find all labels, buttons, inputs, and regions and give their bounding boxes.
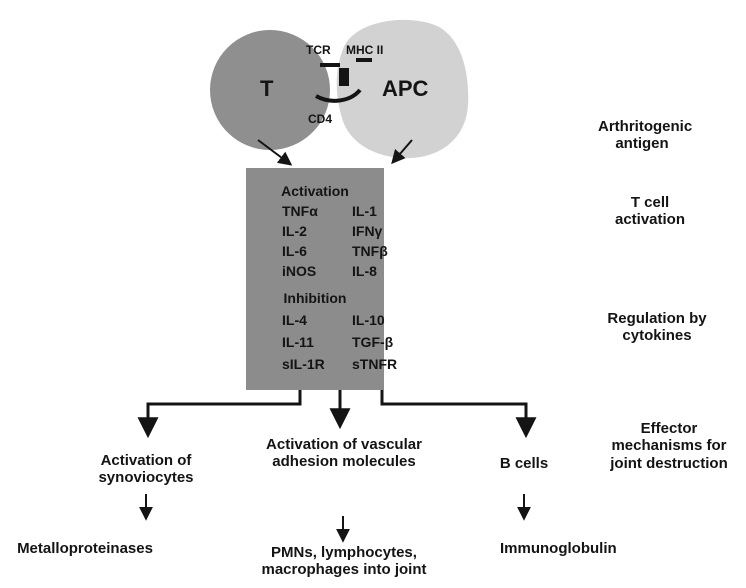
apc-label: APC <box>382 76 429 101</box>
cytokine-activation-right-1: IL-1 <box>352 203 377 219</box>
branch-adhesion-label: Activation of vascular adhesion molecule… <box>266 436 422 471</box>
branch-left-line <box>137 390 302 439</box>
branch-synoviocytes-label: Activation of synoviocytes <box>98 452 194 487</box>
cytokine-inhibition-left-3: sIL-1R <box>282 356 325 372</box>
apc-shape <box>336 19 469 159</box>
activation-header: Activation <box>281 183 349 199</box>
side-label-effector: Effector mechanisms for joint destructio… <box>610 420 728 472</box>
cytokine-activation-left-1: TNFα <box>282 203 318 219</box>
side-label-activation: T cell activation <box>614 194 686 229</box>
arrow-apc-to-box <box>391 139 413 165</box>
cytokine-activation-left-2: IL-2 <box>282 223 307 239</box>
arrow-t-to-box <box>257 139 293 166</box>
cytokine-inhibition-right-1: IL-10 <box>352 312 385 328</box>
cytokine-box <box>246 168 384 390</box>
t-cell-label: T <box>260 76 274 101</box>
cytokine-activation-left-4: iNOS <box>282 263 317 279</box>
result-metalloproteinases: Metalloproteinases <box>17 540 153 557</box>
inhibition-header: Inhibition <box>283 290 347 306</box>
cytokine-inhibition-left-2: IL-11 <box>282 334 314 350</box>
cytokine-inhibition-right-3: sTNFR <box>352 356 398 372</box>
cytokine-activation-left-3: IL-6 <box>282 243 307 259</box>
cytokine-activation-right-2: IFNγ <box>352 223 383 239</box>
t-cell-shape <box>210 30 330 150</box>
cytokine-inhibition-right-2: TGF-β <box>352 334 394 350</box>
result-immunoglobulin: Immunoglobulin <box>500 540 617 557</box>
side-label-antigen: Arthritogenic antigen <box>598 118 693 153</box>
side-label-regulation: Regulation by cytokines <box>607 310 707 345</box>
branch-right-line <box>380 390 537 439</box>
mhc-label: MHC II <box>346 43 384 57</box>
cytokine-activation-right-3: TNFβ <box>352 243 388 259</box>
tcr-mhc-complex <box>339 68 349 86</box>
branch-bcells-label: B cells <box>499 455 549 472</box>
cd4-label: CD4 <box>308 112 333 126</box>
cytokine-activation-right-4: IL-8 <box>352 263 377 279</box>
result-leukocytes-into-joint: PMNs, lymphocytes, macrophages into join… <box>261 544 427 579</box>
cd4-bridge <box>315 88 362 103</box>
cytokine-inhibition-left-1: IL-4 <box>282 312 307 328</box>
tcr-label: TCR <box>306 43 331 57</box>
